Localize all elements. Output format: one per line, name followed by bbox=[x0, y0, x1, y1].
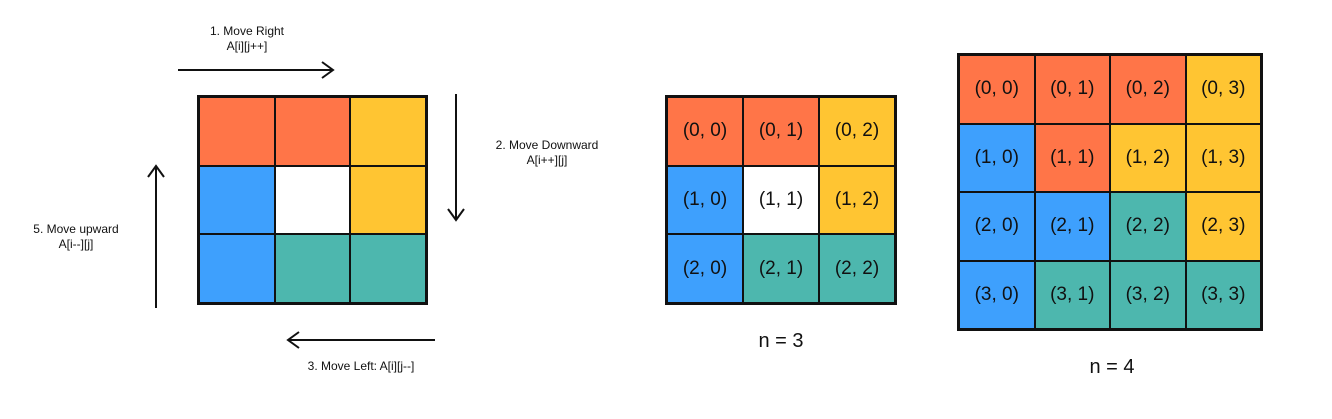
up-arrow-icon bbox=[147, 164, 165, 308]
grid3-cell-2-2: (2, 2) bbox=[819, 234, 895, 303]
grid4-cell-2-3: (2, 3) bbox=[1185, 192, 1261, 261]
move-right-expr: A[i][j++] bbox=[226, 39, 268, 53]
grid4-cell-1-0: (1, 0) bbox=[959, 123, 1035, 192]
grid3-cell-2-0: (2, 0) bbox=[667, 234, 743, 303]
grid4-cell-3-0: (3, 0) bbox=[959, 260, 1035, 329]
grid3-cell-1-2: (1, 2) bbox=[819, 165, 895, 235]
right-arrow-icon bbox=[178, 61, 335, 79]
traversal-cell-2-2 bbox=[350, 234, 426, 303]
move-downward-expr: A[i++][j] bbox=[526, 153, 568, 167]
down-arrow-icon bbox=[447, 94, 465, 222]
grid4-cell-1-2: (1, 2) bbox=[1110, 123, 1186, 192]
move-upward-title: 5. Move upward bbox=[33, 222, 119, 236]
grid3-cell-0-2: (0, 2) bbox=[819, 97, 895, 166]
traversal-cell-2-0 bbox=[199, 234, 275, 303]
move-upward-expr: A[i--][j] bbox=[58, 237, 94, 251]
grid4-cell-0-3: (0, 3) bbox=[1185, 55, 1261, 124]
traversal-grid bbox=[197, 95, 428, 305]
traversal-cell-2-1 bbox=[274, 234, 351, 303]
grid4-cell-2-0: (2, 0) bbox=[959, 192, 1035, 261]
traversal-cell-1-0 bbox=[199, 165, 275, 235]
matrix-grid-n4: (0, 0)(0, 1)(0, 2)(0, 3)(1, 0)(1, 1)(1, … bbox=[957, 53, 1263, 331]
grid3-cell-0-1: (0, 1) bbox=[743, 97, 819, 166]
move-downward-label: 2. Move Downward A[i++][j] bbox=[482, 138, 612, 168]
move-right-title: 1. Move Right bbox=[209, 24, 285, 38]
move-upward-label: 5. Move upward A[i--][j] bbox=[14, 222, 138, 252]
grid4-cell-3-2: (3, 2) bbox=[1110, 260, 1186, 329]
n3-label: n = 3 bbox=[758, 330, 804, 352]
move-right-label: 1. Move Right A[i][j++] bbox=[187, 24, 307, 54]
grid4-cell-2-2: (2, 2) bbox=[1110, 192, 1186, 261]
move-downward-title: 2. Move Downward bbox=[495, 138, 599, 152]
grid3-cell-1-1: (1, 1) bbox=[743, 165, 819, 235]
grid4-cell-2-1: (2, 1) bbox=[1034, 192, 1110, 261]
grid4-cell-0-2: (0, 2) bbox=[1110, 55, 1186, 124]
grid4-cell-3-1: (3, 1) bbox=[1034, 260, 1110, 329]
matrix-grid-n3: (0, 0)(0, 1)(0, 2)(1, 0)(1, 1)(1, 2)(2, … bbox=[665, 95, 897, 305]
move-left-label: 3. Move Left: A[i][j--] bbox=[307, 359, 415, 373]
n4-label: n = 4 bbox=[1089, 356, 1135, 378]
traversal-cell-0-1 bbox=[274, 97, 351, 166]
grid3-cell-2-1: (2, 1) bbox=[743, 234, 819, 303]
grid4-cell-3-3: (3, 3) bbox=[1185, 260, 1261, 329]
left-arrow-icon bbox=[286, 331, 435, 349]
traversal-cell-0-0 bbox=[199, 97, 275, 166]
grid3-cell-0-0: (0, 0) bbox=[667, 97, 743, 166]
grid4-cell-0-0: (0, 0) bbox=[959, 55, 1035, 124]
grid4-cell-1-1: (1, 1) bbox=[1034, 123, 1110, 192]
traversal-cell-1-1 bbox=[274, 165, 351, 235]
traversal-cell-1-2 bbox=[350, 165, 426, 235]
grid4-cell-0-1: (0, 1) bbox=[1034, 55, 1110, 124]
traversal-cell-0-2 bbox=[350, 97, 426, 166]
grid4-cell-1-3: (1, 3) bbox=[1185, 123, 1261, 192]
grid3-cell-1-0: (1, 0) bbox=[667, 165, 743, 235]
